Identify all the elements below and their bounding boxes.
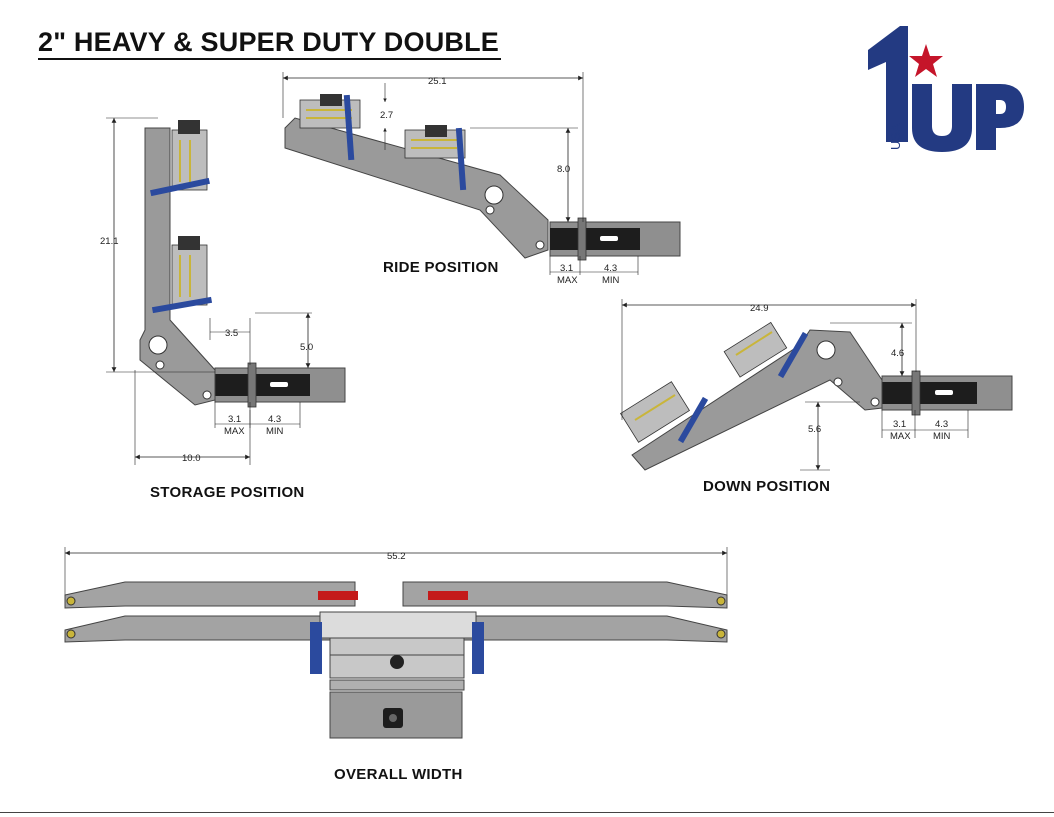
bottom-rail-right: [461, 615, 728, 643]
down-min-dim: 4.3: [935, 419, 948, 430]
page-title: 2" HEAVY & SUPER DUTY DOUBLE: [38, 26, 501, 60]
center-mount-plate: [319, 611, 477, 639]
bottom-rail-left: [64, 615, 331, 643]
ride-height-dim: 8.0: [557, 164, 570, 175]
top-rail-left: [64, 581, 356, 609]
down-length-dim: 24.9: [750, 303, 769, 314]
down-max-dim: 3.1: [893, 419, 906, 430]
ride-hitch-bar: [550, 228, 640, 250]
caption-storage-position: STORAGE POSITION: [150, 484, 305, 501]
down-drop-dim: 5.6: [808, 424, 821, 435]
logo-graphic: USA: [868, 26, 1024, 152]
ride-max-label: MAX: [557, 275, 578, 286]
storage-min-label: MIN: [266, 426, 284, 437]
top-rail-right: [402, 581, 728, 609]
storage-max-dim: 3.1: [228, 414, 241, 425]
ride-max-dim: 3.1: [560, 263, 573, 274]
storage-height-dim: 21.1: [100, 236, 119, 247]
down-clamp-1: [723, 321, 788, 378]
ride-length-dim: 25.1: [428, 76, 447, 87]
brand-logo: USA: [848, 22, 1028, 157]
storage-width-dim: 10.0: [182, 453, 201, 464]
storage-max-label: MAX: [224, 426, 245, 437]
overall-width-drawing: 55.2: [64, 547, 728, 739]
storage-offset-dim: 3.5: [225, 328, 238, 339]
down-min-label: MIN: [933, 431, 951, 442]
down-max-label: MAX: [890, 431, 911, 442]
caption-ride-position: RIDE POSITION: [383, 259, 499, 276]
storage-min-dim: 4.3: [268, 414, 281, 425]
caption-down-position: DOWN POSITION: [703, 478, 831, 495]
bottom-divider: [0, 812, 1054, 813]
caption-overall-width: OVERALL WIDTH: [334, 766, 463, 783]
ride-min-label: MIN: [602, 275, 620, 286]
logo-usa-text: USA: [888, 123, 903, 150]
down-rise-dim: 4.6: [891, 348, 904, 359]
storage-rise-dim: 5.0: [300, 342, 313, 353]
down-position-drawing: 24.9 4.6 5.6 3.1 MAX 4.3 MIN: [619, 299, 1013, 471]
overall-width-dim: 55.2: [387, 551, 406, 562]
ride-offset-dim: 2.7: [380, 110, 393, 121]
ride-position-drawing: 25.1 2.7 8.0 3.1 MAX 4.3 MIN: [282, 72, 681, 286]
ride-min-dim: 4.3: [604, 263, 617, 274]
down-hitch-bar: [882, 382, 977, 404]
storage-position-drawing: 21.1 10.0 3.5 5.0 3.1 MAX 4.3 MIN: [100, 117, 346, 465]
storage-hitch-bar: [215, 374, 310, 396]
